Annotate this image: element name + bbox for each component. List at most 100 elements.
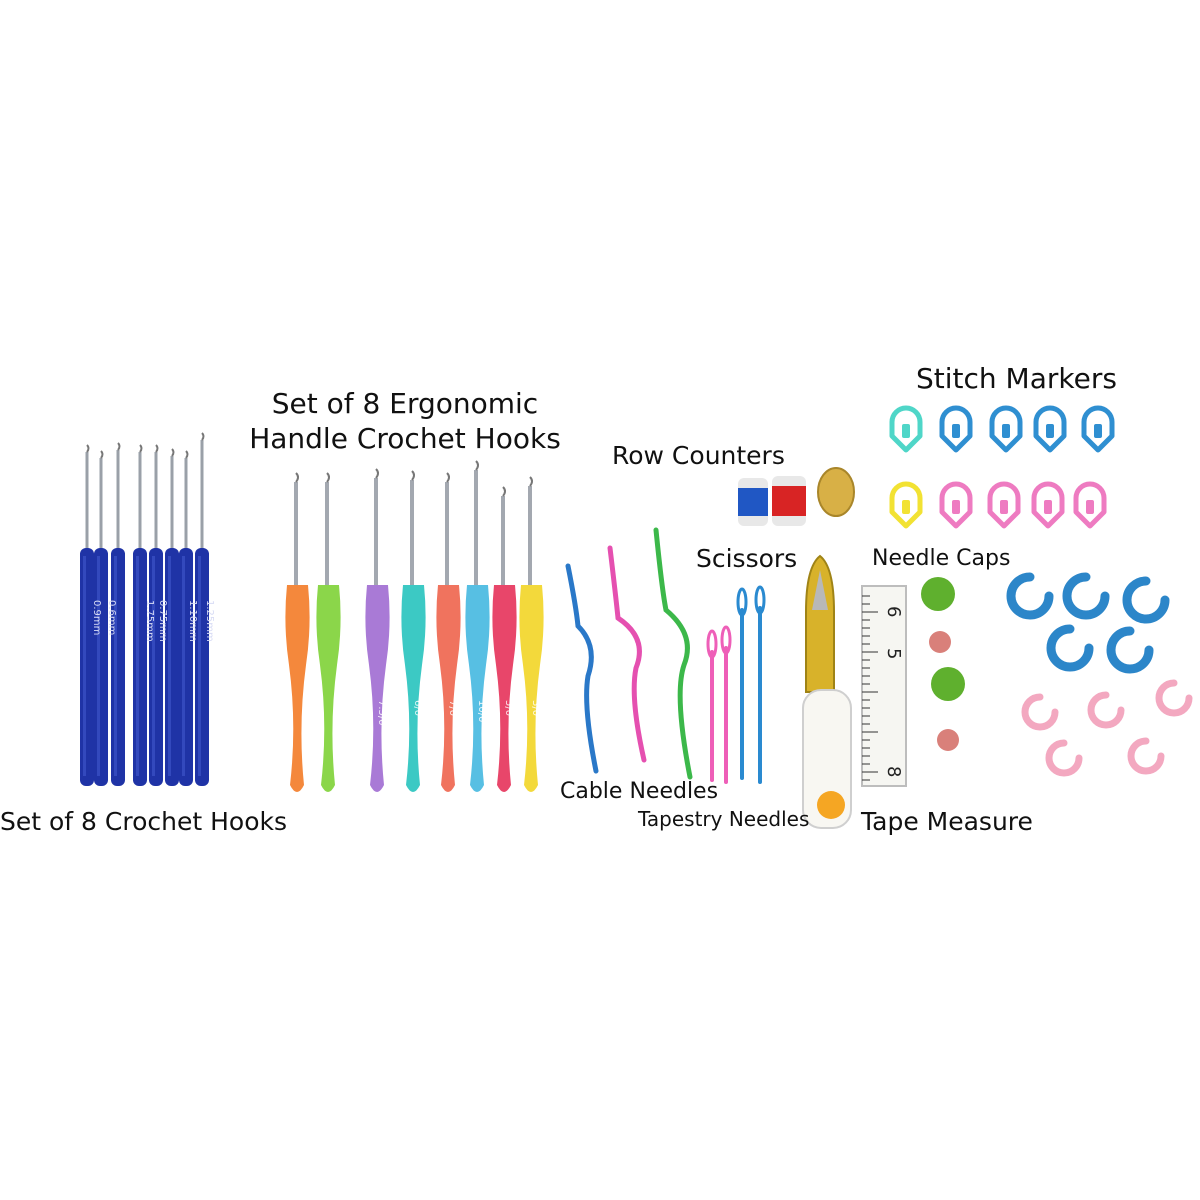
- ring-stitch-marker: [1062, 572, 1110, 620]
- steel-hook-handle: [179, 548, 193, 786]
- locking-stitch-marker-clasp: [1094, 424, 1102, 438]
- ergo-hook-size-label: 10/0: [476, 700, 487, 722]
- label-tapestry-needles: Tapestry Needles: [638, 807, 810, 831]
- locking-stitch-marker: [1031, 481, 1065, 529]
- ergo-hook-tip: [326, 472, 330, 483]
- ergo-hook-tip: [502, 486, 506, 497]
- label-tape-measure: Tape Measure: [861, 807, 1033, 836]
- locking-stitch-marker: [889, 481, 923, 529]
- ergo-hook-handle: [492, 585, 517, 792]
- steel-hook-handle: [195, 548, 209, 786]
- ergo-hook-tip: [411, 470, 415, 481]
- ring-stitch-marker: [1021, 693, 1059, 731]
- ring-stitch-marker: [1087, 691, 1125, 729]
- locking-stitch-marker: [889, 405, 923, 453]
- tapestry-needle-eye: [706, 629, 718, 659]
- ring-stitch-marker: [1155, 679, 1193, 717]
- ergo-hook-handle: [519, 585, 544, 792]
- tape-measure-number: 5: [883, 648, 904, 659]
- locking-stitch-marker: [987, 481, 1021, 529]
- label-ergonomic-hooks: Set of 8 Ergonomic Handle Crochet Hooks: [246, 386, 564, 456]
- cable-needle: [565, 563, 599, 774]
- steel-hook-highlight: [168, 556, 171, 776]
- steel-hook-handle: [111, 548, 125, 786]
- tapestry-needle-eye: [720, 625, 732, 655]
- needle-caps: [921, 577, 965, 751]
- ergo-hook-size-label: 7.5/0: [376, 700, 387, 726]
- steel-hook-tip: [201, 432, 205, 441]
- ergo-hook-tip: [475, 460, 479, 471]
- steel-hook-highlight: [114, 556, 117, 776]
- steel-hook-size-label: 1.10mm: [187, 600, 198, 642]
- stitch-markers: [889, 405, 1193, 777]
- locking-stitch-marker: [989, 405, 1023, 453]
- thimble: [817, 467, 855, 517]
- ergo-hook-handle: [316, 585, 341, 792]
- scissors: [802, 554, 852, 829]
- label-ergonomic-line2: Handle Crochet Hooks: [249, 422, 561, 455]
- ergo-hook-handle: [436, 585, 461, 792]
- locking-stitch-marker-clasp: [1002, 424, 1010, 438]
- steel-hook-highlight: [152, 556, 155, 776]
- locking-stitch-marker-clasp: [902, 500, 910, 514]
- cable-needles: [565, 527, 693, 780]
- ring-stitch-marker: [1045, 739, 1083, 777]
- locking-stitch-marker: [939, 405, 973, 453]
- label-needle-caps: Needle Caps: [872, 546, 1011, 571]
- needle-cap-green: [921, 577, 955, 611]
- scissors-blade: [812, 570, 828, 610]
- ergo-hook-size-label: 7/0: [447, 700, 458, 716]
- ring-stitch-marker: [1006, 572, 1054, 620]
- steel-hook-size-label: 0.9mm: [91, 600, 102, 635]
- scissors-handle: [802, 689, 852, 829]
- scissors-blade-cover: [805, 554, 835, 693]
- steel-hook-size-label: 1.75mm: [144, 600, 155, 642]
- ring-stitch-marker: [1106, 626, 1154, 674]
- locking-stitch-marker: [1081, 405, 1115, 453]
- cable-needle: [653, 527, 693, 780]
- steel-hook-tip: [86, 444, 90, 453]
- tape-measure: 6 5 8: [861, 585, 907, 787]
- locking-stitch-marker-clasp: [1086, 500, 1094, 514]
- locking-stitch-marker-clasp: [952, 500, 960, 514]
- ring-stitch-marker: [1122, 576, 1170, 624]
- locking-stitch-marker: [939, 481, 973, 529]
- label-stitch-markers: Stitch Markers: [916, 362, 1117, 395]
- steel-hook-highlight: [83, 556, 86, 776]
- steel-hook-tip: [155, 444, 159, 453]
- ergo-hook-handle: [465, 585, 490, 792]
- tapestry-needle-eye: [736, 587, 748, 617]
- steel-hook-tip: [171, 448, 175, 457]
- row-counter-band: [738, 488, 768, 516]
- ring-stitch-marker: [1046, 624, 1094, 672]
- ring-stitch-marker: [1127, 737, 1165, 775]
- tapestry-needle-eye: [754, 585, 766, 615]
- tape-measure-number: 8: [883, 766, 904, 777]
- ergo-hook-handle: [365, 585, 390, 792]
- ergo-hook-tip: [375, 468, 379, 479]
- steel-hook-handle: [133, 548, 147, 786]
- needle-cap-pink: [929, 631, 951, 653]
- label-row-counters: Row Counters: [612, 441, 785, 470]
- tape-measure-number: 6: [883, 606, 904, 617]
- steel-hook-tip: [100, 450, 104, 459]
- steel-hook-handle: [94, 548, 108, 786]
- locking-stitch-marker: [1033, 405, 1067, 453]
- label-cable-needles: Cable Needles: [560, 779, 719, 804]
- locking-stitch-marker: [1073, 481, 1107, 529]
- steel-hook-tip: [117, 442, 121, 451]
- ergo-hook-tip: [446, 472, 450, 483]
- steel-hook-highlight: [198, 556, 201, 776]
- ergo-hook-handle: [401, 585, 426, 792]
- row-counters: [738, 467, 855, 526]
- ergo-hook-size-label: 3/0: [530, 700, 541, 716]
- steel-hook-highlight: [182, 556, 185, 776]
- ergo-hook-tip: [529, 476, 533, 487]
- label-crochet-hooks: Set of 8 Crochet Hooks: [0, 807, 287, 836]
- ergo-hook-handle: [285, 585, 310, 792]
- tape-measure-strip: [861, 585, 907, 787]
- needle-cap-pink: [937, 729, 959, 751]
- steel-hook-size-label: 1.25mm: [204, 600, 215, 642]
